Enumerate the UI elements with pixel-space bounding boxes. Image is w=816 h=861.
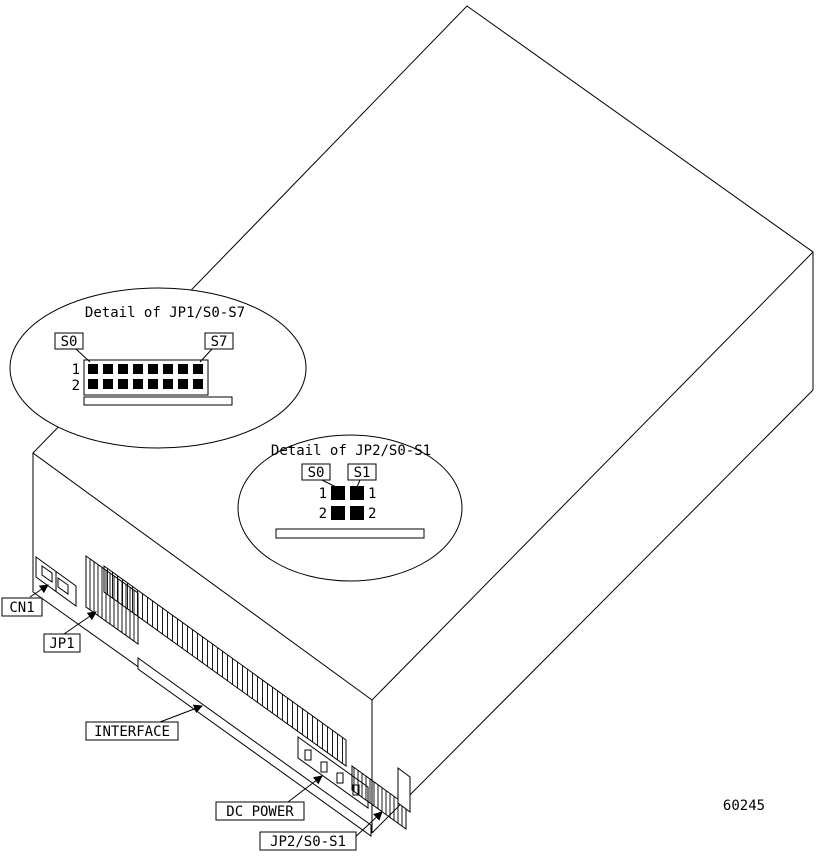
jumper-pin: [163, 364, 173, 374]
detail-jp1-header-body: [83, 359, 209, 396]
detail-jp2-pin-grid: [331, 486, 364, 520]
jumper-pin: [331, 486, 345, 500]
cn1-label: CN1: [9, 600, 34, 616]
detail-jp1-row2-number: 2: [72, 378, 80, 394]
jumper-pin: [331, 506, 345, 520]
detail-jp2-board-edge: [275, 528, 425, 539]
detail-jp1-s0-flag: S0: [54, 332, 84, 350]
jumper-pin: [88, 379, 98, 389]
cn1-connector: [35, 556, 77, 607]
detail-jp1-bubble: Detail of JP1/S0-S7 S0 S7 1 2: [9, 287, 307, 449]
detail-jp1-s7-flag: S7: [204, 332, 234, 350]
jp2-jumper-block: [351, 765, 411, 830]
detail-jp2-bubble: Detail of JP2/S0-S1 S0 S1 1 1 2 2: [237, 434, 463, 582]
jp2-label: JP2/S0-S1: [270, 834, 346, 850]
detail-jp2-pin2-left-number: 2: [319, 506, 327, 522]
jumper-pin: [148, 364, 158, 374]
interface-callout: INTERFACE: [85, 721, 179, 741]
jp1-leader-line: [63, 611, 97, 635]
interface-label: INTERFACE: [94, 724, 170, 740]
detail-jp1-s0-label: S0: [61, 334, 78, 350]
jumper-pin: [178, 379, 188, 389]
detail-jp1-row1-number: 1: [72, 362, 80, 378]
detail-jp2-title: Detail of JP2/S0-S1: [271, 443, 431, 459]
jumper-pin: [163, 379, 173, 389]
chassis-bottom-right-edge: [371, 389, 814, 834]
callout-leaders: [29, 584, 383, 841]
jumper-pin: [88, 364, 98, 374]
jumper-pin: [133, 379, 143, 389]
jumper-pin: [350, 506, 364, 520]
pcb-edge-strip: [137, 657, 372, 837]
dc-power-leader-line: [287, 775, 323, 803]
jumper-pin: [133, 364, 143, 374]
jumper-pin: [350, 486, 364, 500]
detail-jp2-s0-label: S0: [308, 465, 325, 481]
detail-jp2-pin1-right-number: 1: [368, 486, 376, 502]
detail-jp2-s1-flag: S1: [347, 463, 377, 481]
jumper-pin: [118, 364, 128, 374]
jumper-pin: [148, 379, 158, 389]
detail-jp2-pin1-left-number: 1: [319, 486, 327, 502]
jumper-pin: [118, 379, 128, 389]
detail-jp2-s0-flag: S0: [301, 463, 331, 481]
cn1-leader-line: [29, 584, 49, 598]
cn1-callout: CN1: [1, 597, 43, 617]
jumper-pin: [178, 364, 188, 374]
detail-jp1-title: Detail of JP1/S0-S7: [85, 305, 245, 321]
interface-leader-line: [159, 704, 203, 723]
detail-jp1-board-edge: [83, 396, 233, 406]
detail-jp2-s1-label: S1: [354, 465, 371, 481]
interface-edge-connector: [103, 565, 347, 767]
jp1-label: JP1: [49, 636, 74, 652]
drawing-number: 60245: [723, 798, 765, 814]
jp2-leader-line: [351, 811, 383, 841]
jumper-pin: [193, 364, 203, 374]
dc-power-callout: DC POWER: [215, 801, 305, 821]
jumper-pin: [193, 379, 203, 389]
detail-jp1-pin-grid: [88, 364, 203, 389]
jumper-pin: [103, 379, 113, 389]
detail-jp2-pin2-right-number: 2: [368, 506, 376, 522]
jp2-callout: JP2/S0-S1: [259, 831, 357, 851]
jumper-pin: [103, 364, 113, 374]
dc-power-label: DC POWER: [226, 804, 294, 820]
detail-jp1-s7-label: S7: [211, 334, 228, 350]
jp1-callout: JP1: [43, 633, 81, 653]
